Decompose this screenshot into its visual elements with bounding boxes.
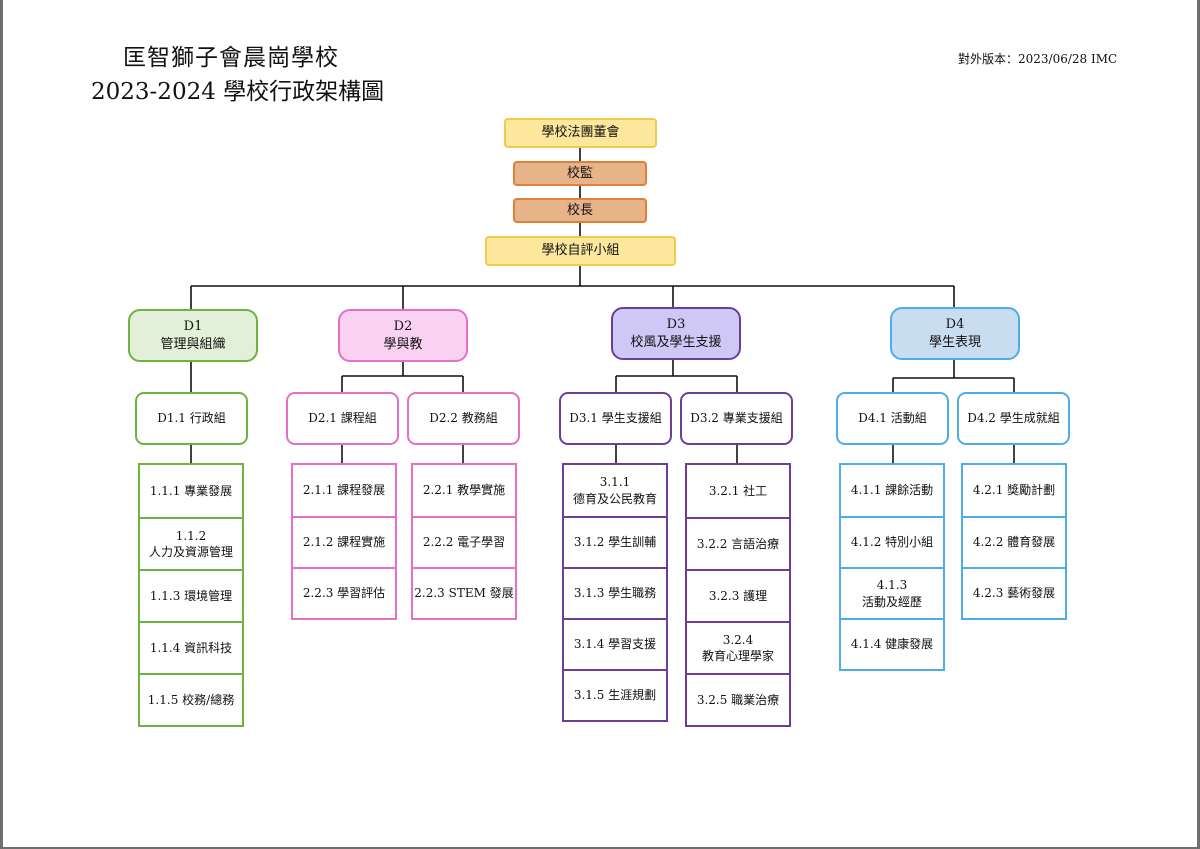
list-item: 3.2.3 護理 [687, 569, 789, 621]
list-item: 4.2.2 體育發展 [963, 516, 1065, 567]
self-review-node: 學校自評小組 [485, 236, 676, 266]
list-item: 2.2.3 學習評估 [293, 567, 395, 618]
d2-1-node: D2.1 課程組 [286, 392, 399, 445]
list-item: 3.1.2 學生訓輔 [564, 516, 666, 567]
d1-code: D1 [183, 318, 203, 334]
list-item: 1.1.4 資訊科技 [140, 621, 242, 673]
list-item: 3.2.1 社工 [708, 483, 768, 498]
list-item: 3.1.3 學生職務 [564, 567, 666, 618]
supervisor-node: 校監 [513, 161, 647, 186]
list-item: 2.1.2 課程實施 [293, 516, 395, 567]
list-item: 3.1.5 生涯規劃 [564, 669, 666, 720]
list-item: 1.1.5 校務/總務 [140, 673, 242, 725]
list-item: 1.1.3 環境管理 [140, 569, 242, 621]
list-item: 3.1.4 學習支援 [564, 618, 666, 669]
d2-code: D2 [393, 318, 413, 334]
d2-node: D2 學與教 [338, 309, 468, 362]
d3-code: D3 [666, 316, 686, 332]
list-item: 4.1.1 課餘活動 [850, 483, 934, 498]
list-item: 1.1.1 專業發展 [149, 483, 233, 498]
d4-node: D4 學生表現 [890, 307, 1020, 360]
list-item: 2.1.1 課程發展 [302, 483, 386, 498]
d3-2-node: D3.2 專業支援組 [680, 392, 793, 445]
d4-code: D4 [945, 316, 965, 332]
d1-1-node: D1.1 行政組 [135, 392, 248, 445]
list-item: 4.2.3 藝術發展 [963, 567, 1065, 618]
list-item: 2.2.1 教學實施 [422, 483, 506, 498]
d2-2-list: 2.2.1 教學實施 2.2.2 電子學習 2.2.3 STEM 發展 [411, 463, 517, 620]
d3-node: D3 校風及學生支援 [611, 307, 741, 360]
list-item: 4.1.4 健康發展 [841, 618, 943, 669]
d4-1-node: D4.1 活動組 [836, 392, 949, 445]
d2-2-node: D2.2 教務組 [407, 392, 520, 445]
chart-title: 2023-2024 學校行政架構圖 [91, 79, 385, 105]
org-chart-page: 匡智獅子會晨崗學校 2023-2024 學校行政架構圖 對外版本：2023/06… [3, 0, 1197, 847]
d4-name: 學生表現 [928, 334, 981, 350]
list-item: 3.2.5 職業治療 [687, 673, 789, 725]
board-node: 學校法團董會 [504, 118, 657, 148]
d4-2-node: D4.2 學生成就組 [957, 392, 1070, 445]
d3-1-node: D3.1 學生支援組 [559, 392, 672, 445]
d3-name: 校風及學生支援 [630, 334, 722, 350]
list-item: 2.2.2 電子學習 [413, 516, 515, 567]
list-item: 2.2.3 STEM 發展 [413, 567, 515, 618]
list-item: 3.2.2 言語治療 [687, 517, 789, 569]
school-name: 匡智獅子會晨崗學校 [123, 45, 339, 71]
list-item: 4.1.2 特別小組 [841, 516, 943, 567]
d4-2-list: 4.2.1 獎勵計劃 4.2.2 體育發展 4.2.3 藝術發展 [961, 463, 1067, 620]
d1-node: D1 管理與組織 [128, 309, 258, 362]
d1-name: 管理與組織 [160, 336, 226, 352]
principal-node: 校長 [513, 198, 647, 223]
d2-1-list: 2.1.1 課程發展 2.1.2 課程實施 2.2.3 學習評估 [291, 463, 397, 620]
d2-name: 學與教 [383, 336, 423, 352]
connector-lines [190, 146, 1015, 465]
version-label: 對外版本：2023/06/28 IMC [958, 52, 1118, 66]
list-item: 4.2.1 獎勵計劃 [972, 483, 1056, 498]
